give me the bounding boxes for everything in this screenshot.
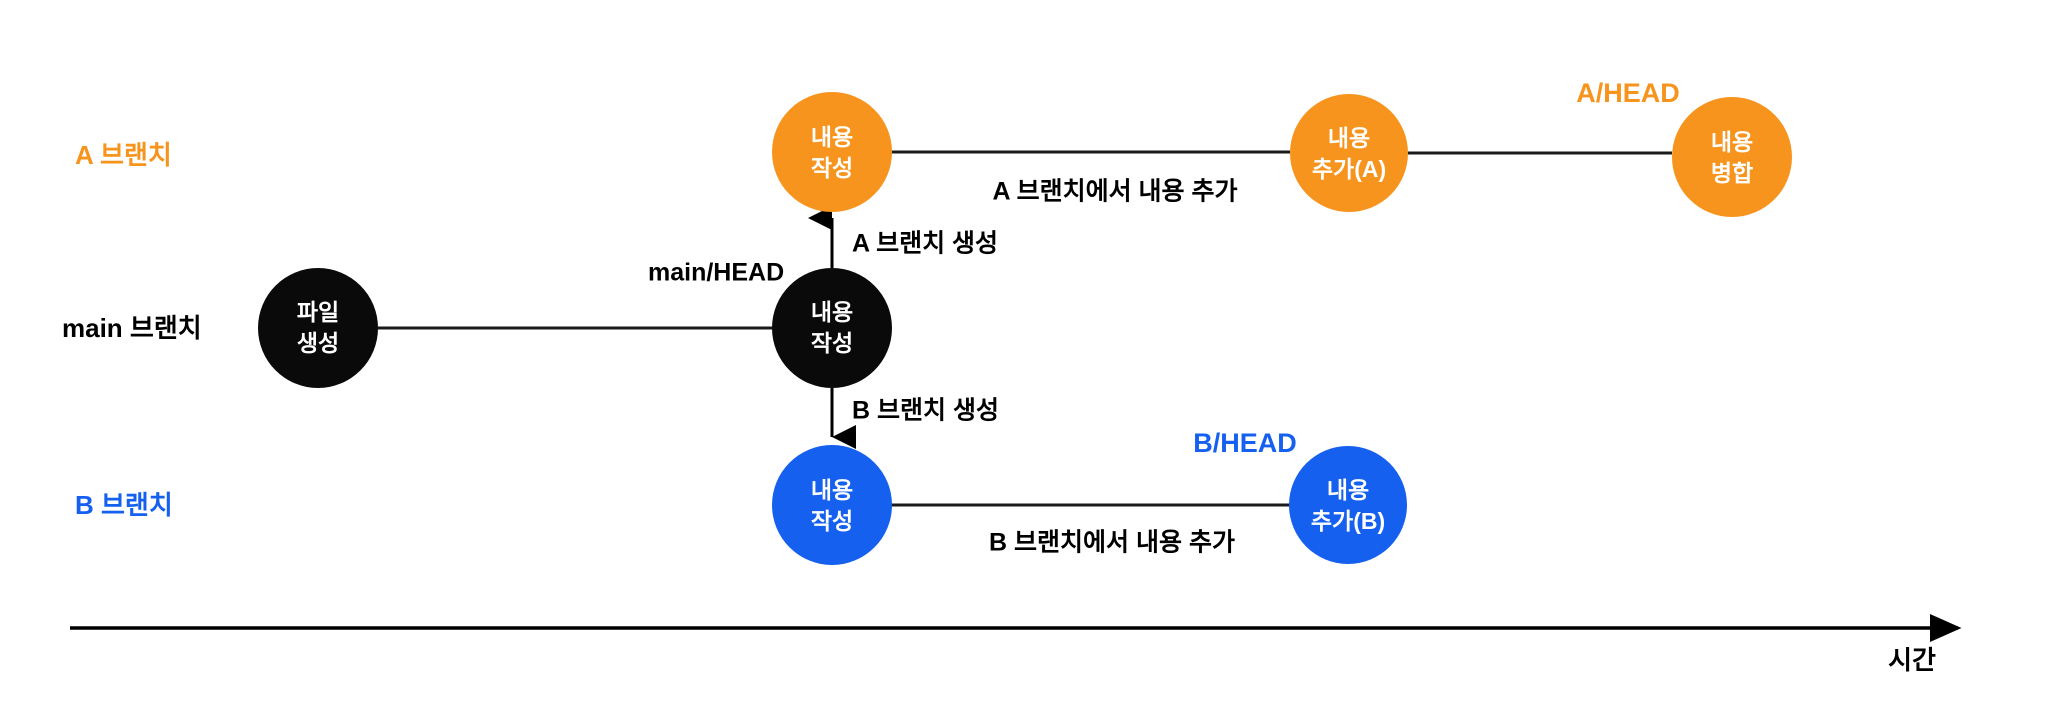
node-text-a-merge-line1: 내용 [1711, 129, 1753, 155]
node-text-a-add-line1: 내용 [1328, 125, 1370, 151]
time-axis-label: 시간 [1888, 645, 1936, 675]
node-text-b-add-line1: 내용 [1327, 477, 1369, 503]
node-text-b-add-line2: 추가(B) [1311, 508, 1385, 534]
label-add-on-b: B 브랜치에서 내용 추가 [989, 529, 1235, 557]
node-circle-b-add [1289, 446, 1407, 564]
node-b-add[interactable]: 내용 추가(B) [1289, 446, 1407, 564]
label-head-b: B/HEAD [1193, 428, 1297, 458]
node-a-merge[interactable]: 내용 병합 [1672, 97, 1792, 217]
node-text-a-merge-line2: 병합 [1711, 160, 1753, 186]
lane-label-branch-b: B 브랜치 [75, 490, 173, 520]
lane-label-branch-a: A 브랜치 [75, 140, 172, 170]
label-create-branch-b: B 브랜치 생성 [852, 397, 999, 425]
node-circle-a-merge [1672, 97, 1792, 217]
label-create-branch-a: A 브랜치 생성 [852, 230, 998, 258]
node-circle-a-write [772, 92, 892, 212]
node-a-write[interactable]: 내용 작성 [772, 92, 892, 212]
node-text-main-create-line2: 생성 [297, 330, 339, 356]
node-text-a-add-line2: 추가(A) [1312, 156, 1386, 182]
node-main-create[interactable]: 파일 생성 [258, 268, 378, 388]
label-head-a: A/HEAD [1576, 78, 1680, 108]
node-text-main-write-line1: 내용 [811, 299, 853, 325]
node-text-b-write-line1: 내용 [811, 477, 853, 503]
node-text-main-write-line2: 작성 [811, 330, 853, 356]
node-circle-b-write [772, 445, 892, 565]
node-a-add[interactable]: 내용 추가(A) [1290, 94, 1408, 212]
node-text-b-write-line2: 작성 [811, 508, 853, 534]
node-circle-a-add [1290, 94, 1408, 212]
lane-label-main: main 브랜치 [62, 313, 202, 343]
node-text-a-write-line2: 작성 [811, 155, 853, 181]
node-text-main-create-line1: 파일 [297, 299, 339, 325]
node-text-a-write-line1: 내용 [811, 124, 853, 150]
node-circle-main-create [258, 268, 378, 388]
label-main-head: main/HEAD [648, 259, 784, 287]
label-add-on-a: A 브랜치에서 내용 추가 [993, 178, 1238, 206]
node-b-write[interactable]: 내용 작성 [772, 445, 892, 565]
node-main-write[interactable]: 내용 작성 [772, 268, 892, 388]
node-circle-main-write [772, 268, 892, 388]
